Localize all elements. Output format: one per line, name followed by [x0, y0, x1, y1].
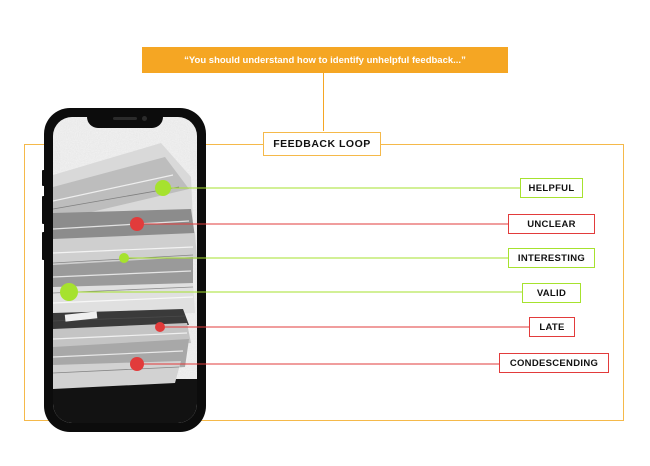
feedback-loop-title: FEEDBACK LOOP [263, 132, 381, 156]
label-valid-text: VALID [536, 287, 567, 299]
feedback-loop-title-text: FEEDBACK LOOP [273, 138, 371, 150]
label-valid: VALID [522, 283, 581, 303]
label-unclear: UNCLEAR [508, 214, 595, 234]
label-interesting: INTERESTING [508, 248, 595, 268]
phone-side-button-3 [42, 232, 45, 260]
dot-helpful [155, 180, 171, 196]
quote-text: “You should understand how to identify u… [184, 54, 466, 66]
phone-side-button-1 [42, 170, 45, 186]
phone-side-button-2 [42, 196, 45, 224]
phone-speaker [113, 117, 137, 120]
label-helpful: HELPFUL [520, 178, 583, 198]
label-helpful-text: HELPFUL [528, 182, 575, 194]
phone-screen [53, 117, 197, 423]
label-interesting-text: INTERESTING [517, 252, 586, 264]
dot-condescending [130, 357, 144, 371]
phone-camera [142, 116, 147, 121]
label-condescending: CONDESCENDING [499, 353, 609, 373]
banner-connector-line [323, 73, 324, 131]
label-late-text: LATE [539, 321, 565, 333]
dot-valid [60, 283, 78, 301]
label-late: LATE [529, 317, 575, 337]
dot-late [155, 322, 165, 332]
dot-interesting [119, 253, 129, 263]
quote-banner: “You should understand how to identify u… [142, 47, 508, 73]
label-unclear-text: UNCLEAR [527, 218, 576, 230]
label-condescending-text: CONDESCENDING [509, 357, 599, 369]
paper-stack-image [53, 117, 197, 423]
dot-unclear [130, 217, 144, 231]
